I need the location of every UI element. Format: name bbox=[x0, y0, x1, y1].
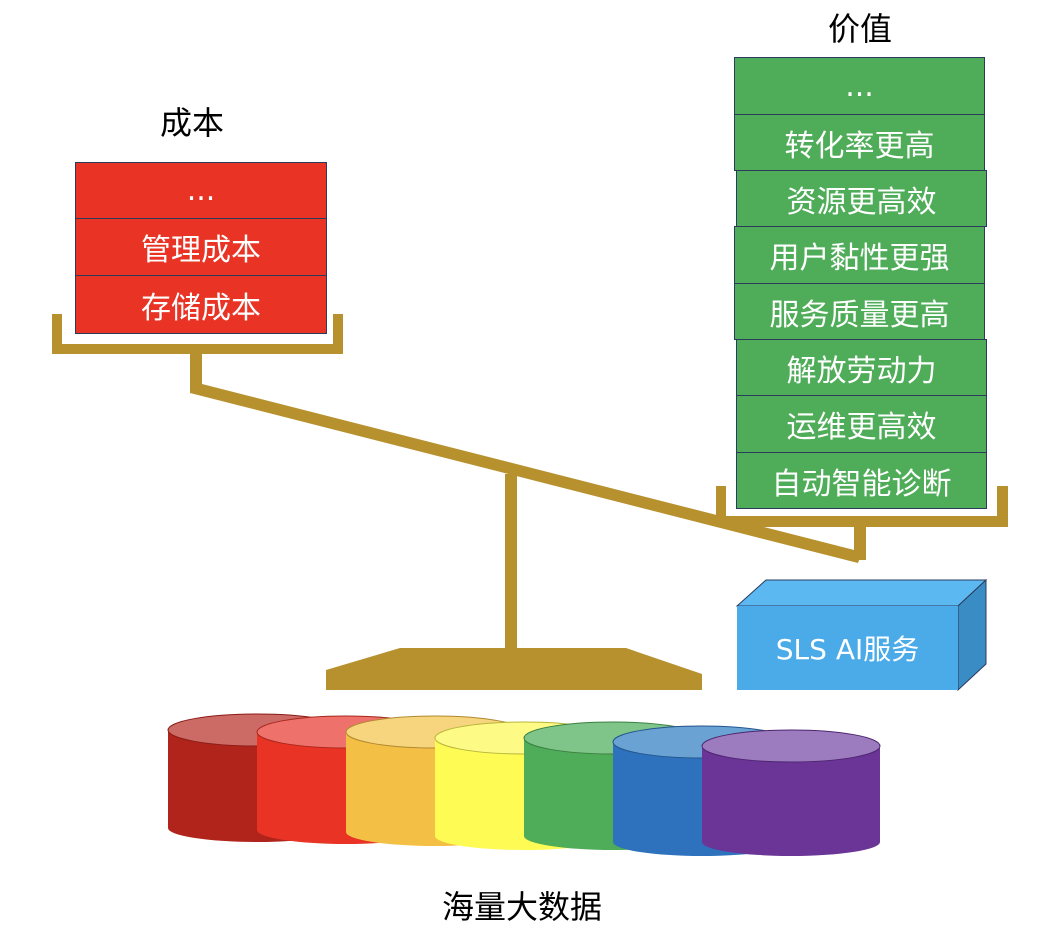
scale-post bbox=[505, 474, 517, 654]
left-pan bbox=[52, 314, 343, 354]
scale-beam bbox=[190, 384, 862, 563]
sls-box-side bbox=[957, 578, 987, 692]
scale-base bbox=[326, 648, 702, 690]
value-item: ... bbox=[734, 57, 985, 115]
left-hanger bbox=[190, 354, 202, 388]
value-item: 转化率更高 bbox=[734, 114, 985, 171]
cylinder-7 bbox=[701, 729, 881, 856]
bigdata-label: 海量大数据 bbox=[442, 888, 603, 926]
value-item: 自动智能诊断 bbox=[736, 452, 987, 509]
sls-box-top bbox=[735, 579, 988, 607]
value-label: 价值 bbox=[828, 10, 893, 48]
cost-label: 成本 bbox=[160, 104, 225, 142]
cost-item: 存储成本 bbox=[75, 275, 327, 334]
data-cylinders bbox=[167, 713, 881, 856]
value-item: 运维更高效 bbox=[736, 395, 987, 453]
sls-ai-service-label: SLS AI服务 bbox=[775, 633, 920, 666]
right-pan bbox=[716, 486, 1008, 527]
value-item: 服务质量更高 bbox=[734, 283, 985, 340]
value-item: 解放劳动力 bbox=[736, 339, 987, 396]
right-hanger bbox=[854, 526, 866, 560]
value-item: 资源更高效 bbox=[736, 170, 987, 227]
sls-ai-service-box: SLS AI服务 bbox=[737, 606, 958, 690]
cost-item: 管理成本 bbox=[75, 218, 327, 276]
value-item: 用户黏性更强 bbox=[734, 226, 985, 284]
cost-item: ... bbox=[75, 162, 327, 219]
